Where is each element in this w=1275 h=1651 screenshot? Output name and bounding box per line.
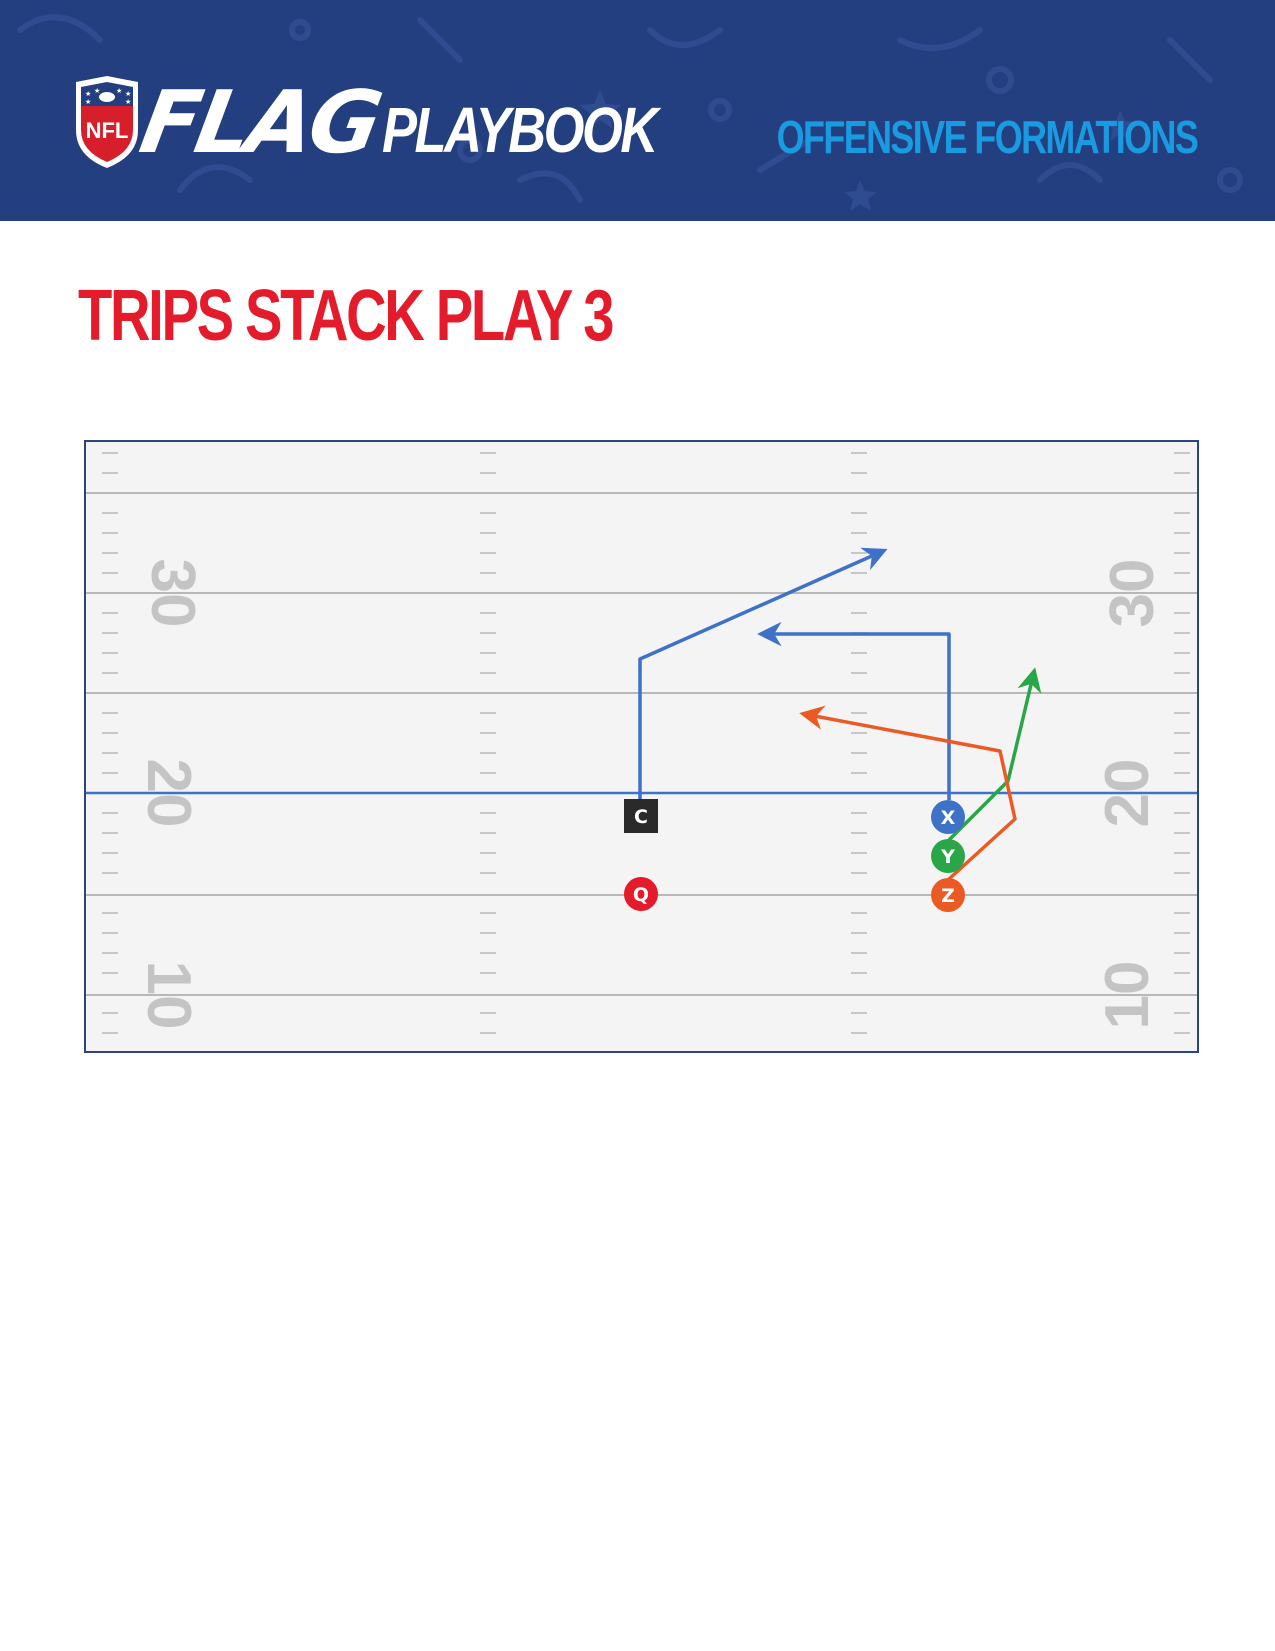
yard-numbers: 30 20 10 30 20 10 <box>134 559 1167 1030</box>
player-quarterback: Q <box>624 877 658 911</box>
route-c-post <box>638 547 888 800</box>
svg-text:★: ★ <box>85 90 91 98</box>
football-field: 30 20 10 30 20 10 <box>84 440 1199 1053</box>
hash-marks <box>102 452 1190 1034</box>
route-x-in <box>757 621 951 800</box>
header-pattern <box>17 14 1243 211</box>
player-q-label: Q <box>633 884 649 906</box>
yard-number-10-right: 10 <box>1093 961 1162 1030</box>
brand-flag-text: FLAG <box>133 73 386 173</box>
player-z-label: Z <box>941 885 955 907</box>
player-x-label: X <box>941 807 956 829</box>
field-diagram: 30 20 10 30 20 10 <box>86 452 1197 1034</box>
yard-number-10-left: 10 <box>134 961 203 1030</box>
svg-text:★: ★ <box>85 98 91 106</box>
brand-playbook-text: PLAYBOOK <box>382 94 658 166</box>
players: C Q X Y Z <box>624 799 965 912</box>
yard-number-20-right: 20 <box>1093 759 1162 828</box>
player-y: Y <box>931 839 965 873</box>
routes <box>638 547 1042 881</box>
header-banner: ★★★★ ★★ NFL FLAG PLAYBOOK OFFENSIVE FORM… <box>0 0 1275 221</box>
yard-number-30-right: 30 <box>1098 559 1167 628</box>
svg-text:★: ★ <box>125 98 131 106</box>
svg-text:★: ★ <box>94 87 100 95</box>
svg-text:★: ★ <box>116 87 122 95</box>
section-label: OFFENSIVE FORMATIONS <box>776 111 1198 163</box>
play-title: TRIPS STACK PLAY 3 <box>78 276 615 356</box>
yard-number-20-left: 20 <box>134 759 203 828</box>
player-center: C <box>624 799 658 833</box>
player-z: Z <box>931 878 965 912</box>
yard-number-30-left: 30 <box>138 559 207 628</box>
svg-text:★: ★ <box>125 90 131 98</box>
nfl-shield-icon: ★★★★ ★★ NFL <box>76 76 138 168</box>
player-x: X <box>931 800 965 834</box>
player-y-label: Y <box>940 846 955 868</box>
yard-lines <box>86 492 1197 996</box>
brand-logo: ★★★★ ★★ NFL FLAG PLAYBOOK <box>72 73 692 176</box>
route-z-dig <box>799 705 1017 881</box>
nfl-logo-text: NFL <box>86 118 129 143</box>
player-c-label: C <box>634 806 648 828</box>
